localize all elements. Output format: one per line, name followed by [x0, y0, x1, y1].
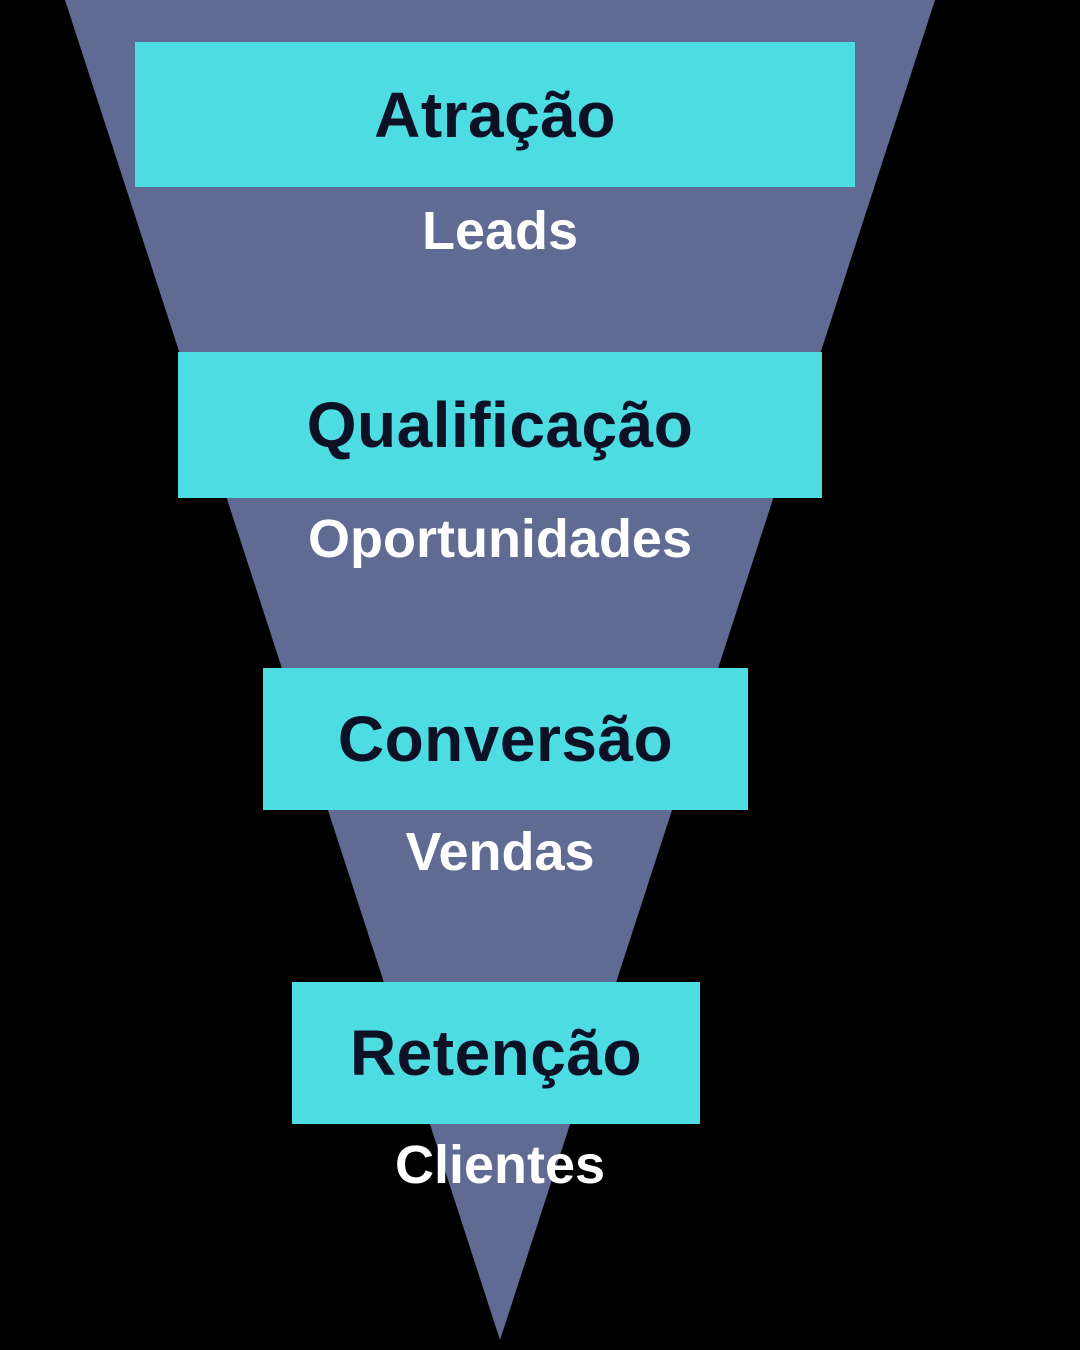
- stage-sublabel-vendas: Vendas: [405, 822, 595, 882]
- stage-bar-retencao: Retenção: [292, 982, 700, 1124]
- stage-bar-conversao: Conversão: [263, 668, 748, 810]
- stage-label-atracao: Atração: [374, 78, 616, 151]
- stage-label-retencao: Retenção: [349, 1017, 643, 1089]
- stage-bar-atracao: Atração: [135, 42, 855, 187]
- stage-label-conversao: Conversão: [337, 703, 674, 775]
- stage-bar-qualificacao: Qualificação: [178, 352, 822, 498]
- stage-sublabel-oportunidades: Oportunidades: [307, 509, 692, 569]
- stage-sublabel-clientes: Clientes: [394, 1135, 606, 1195]
- stage-label-qualificacao: Qualificação: [306, 389, 694, 461]
- stage-sublabel-leads: Leads: [421, 201, 579, 261]
